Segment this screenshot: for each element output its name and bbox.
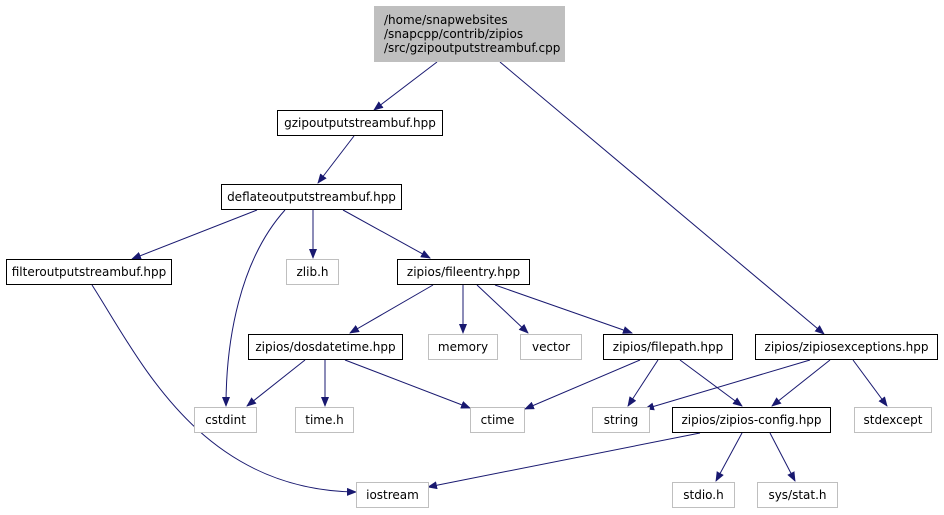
node-label: string: [603, 413, 639, 427]
node-deflateoutputstreambuf-hpp[interactable]: deflateoutputstreambuf.hpp: [221, 184, 402, 210]
node-label: time.h: [305, 413, 344, 427]
node-cstdint: cstdint: [194, 407, 257, 433]
node-label: stdexcept: [863, 413, 923, 427]
node-label: zipios/fileentry.hpp: [406, 265, 521, 279]
edge-zipiosconfig-sysstat: [769, 432, 796, 482]
node-zipios-config-hpp[interactable]: zipios/zipios-config.hpp: [672, 407, 831, 433]
node-label: memory: [437, 340, 489, 354]
node-label: zipios/zipiosexceptions.hpp: [764, 340, 929, 354]
node-label: deflateoutputstreambuf.hpp: [227, 190, 396, 204]
node-time-h: time.h: [295, 407, 354, 433]
edge-root-gzipout: [373, 61, 438, 111]
node-filteroutputstreambuf-hpp[interactable]: filteroutputstreambuf.hpp: [6, 259, 172, 285]
node-memory: memory: [428, 334, 498, 360]
node-vector: vector: [520, 334, 582, 360]
node-label: zipios/filepath.hpp: [612, 340, 724, 354]
edge-filepath-zipiosconfig: [679, 359, 743, 407]
edge-dosdatetime-cstdint: [246, 359, 306, 407]
node-gzipoutputstreambuf-cpp: /home/snapwebsites /snapcpp/contrib/zipi…: [374, 6, 565, 62]
node-stdio-h: stdio.h: [672, 482, 735, 508]
node-ctime: ctime: [470, 407, 525, 433]
node-label: sys/stat.h: [768, 488, 827, 502]
edge-filterout-iostream: [91, 284, 357, 496]
edge-filepath-ctime: [524, 359, 641, 410]
node-label: vector: [531, 340, 571, 354]
node-iostream: iostream: [356, 482, 429, 508]
edge-gzipout-deflate: [317, 135, 355, 184]
node-label: zipios/dosdatetime.hpp: [255, 340, 396, 354]
node-string: string: [592, 407, 650, 433]
edge-zipiosexc-zipiosconfig: [771, 359, 831, 407]
node-label: ctime: [480, 413, 515, 427]
edge-zipiosexc-string: [644, 359, 811, 411]
edge-zipiosexc-stdexcept: [852, 359, 888, 407]
node-label: iostream: [366, 488, 419, 502]
node-fileentry-hpp[interactable]: zipios/fileentry.hpp: [397, 259, 530, 285]
node-zipiosexceptions-hpp[interactable]: zipios/zipiosexceptions.hpp: [755, 334, 938, 360]
node-dosdatetime-hpp[interactable]: zipios/dosdatetime.hpp: [248, 334, 403, 360]
edge-fileentry-vector: [476, 284, 529, 334]
node-label: filteroutputstreambuf.hpp: [11, 265, 167, 279]
node-label: stdio.h: [683, 488, 724, 502]
node-gzipoutputstreambuf-hpp[interactable]: gzipoutputstreambuf.hpp: [277, 110, 443, 136]
edge-zipiosconfig-iostream: [427, 432, 701, 490]
edge-zipiosconfig-stdioh: [715, 432, 743, 482]
node-label: zipios/zipios-config.hpp: [681, 413, 822, 427]
edge-fileentry-filepath: [494, 284, 633, 334]
node-zlib-h: zlib.h: [286, 259, 339, 285]
node-label: zlib.h: [296, 265, 329, 279]
edge-fileentry-dosdatetime: [349, 284, 434, 334]
edge-deflate-filterout: [131, 209, 258, 260]
edge-dosdatetime-ctime: [344, 359, 471, 409]
node-label: cstdint: [205, 413, 246, 427]
node-filepath-hpp[interactable]: zipios/filepath.hpp: [603, 334, 733, 360]
edge-deflate-fileentry: [342, 209, 431, 259]
node-sys-stat-h: sys/stat.h: [757, 482, 838, 508]
edge-filepath-string: [627, 359, 659, 407]
node-stdexcept: stdexcept: [854, 407, 932, 433]
node-label: gzipoutputstreambuf.hpp: [284, 116, 436, 130]
edge-root-zipiosexc: [499, 61, 825, 335]
edge-deflate-cstdint: [222, 209, 286, 407]
node-label: /home/snapwebsites /snapcpp/contrib/zipi…: [384, 13, 561, 55]
